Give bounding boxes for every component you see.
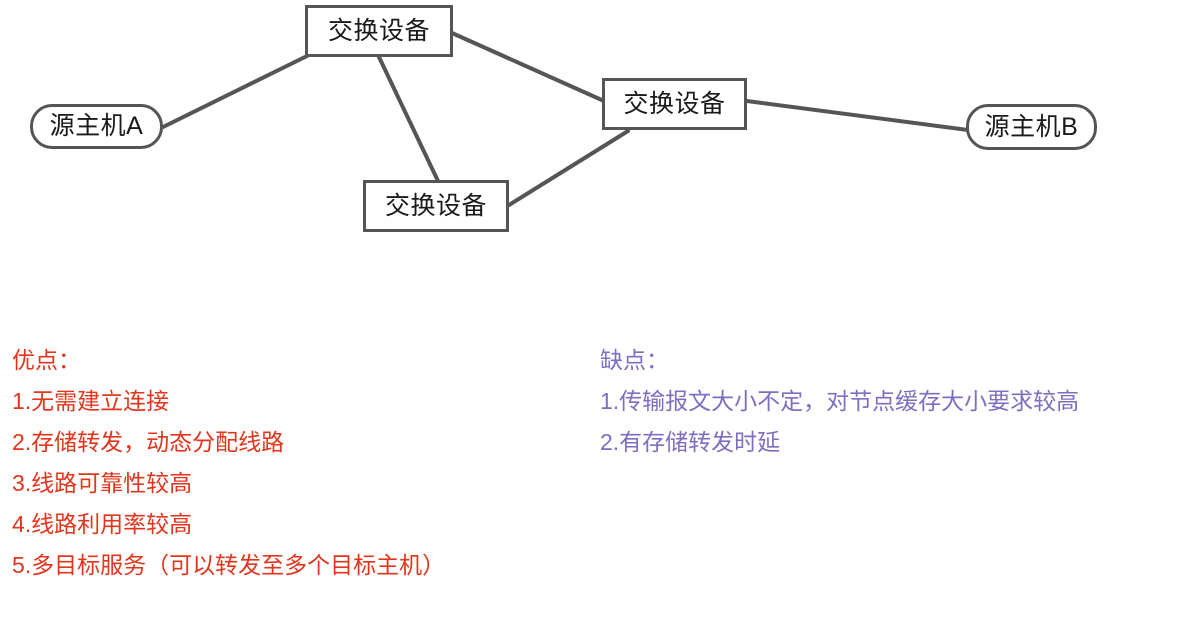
node-switch-middle[interactable]: 交换设备 — [602, 78, 747, 130]
edge-host-a-to-switch-top — [161, 54, 309, 129]
edge-switch-top-to-switch-middle — [450, 31, 606, 103]
pros-list: 优点： 1.无需建立连接 2.存储转发，动态分配线路 3.线路可靠性较高 4.线… — [12, 340, 445, 586]
cons-item-1: 1.传输报文大小不定，对节点缓存大小要求较高 — [600, 388, 1080, 414]
edge-switch-bottom-to-switch-middle — [507, 129, 630, 207]
pros-item-4: 4.线路利用率较高 — [12, 511, 193, 537]
cons-item-2: 2.有存储转发时延 — [600, 429, 781, 455]
pros-item-3: 3.线路可靠性较高 — [12, 470, 193, 496]
node-switch-bottom-label: 交换设备 — [384, 191, 487, 220]
diagram-connections — [161, 31, 970, 207]
network-diagram: 交换设备 源主机A 交换设备 源主机B 交换设备 — [0, 0, 1193, 300]
edge-switch-top-to-switch-bottom — [377, 55, 440, 183]
node-host-a[interactable]: 源主机A — [30, 104, 163, 149]
node-host-b[interactable]: 源主机B — [966, 104, 1097, 150]
pros-item-5: 5.多目标服务（可以转发至多个目标主机） — [12, 552, 446, 578]
node-host-b-label: 源主机B — [984, 112, 1079, 141]
edge-switch-middle-to-host-b — [745, 99, 970, 132]
pros-item-1: 1.无需建立连接 — [12, 388, 170, 414]
node-switch-top[interactable]: 交换设备 — [305, 5, 453, 57]
node-switch-middle-label: 交换设备 — [623, 89, 726, 118]
cons-list: 缺点： 1.传输报文大小不定，对节点缓存大小要求较高 2.有存储转发时延 — [600, 340, 1079, 463]
node-host-a-label: 源主机A — [49, 112, 144, 140]
pros-item-2: 2.存储转发，动态分配线路 — [12, 429, 285, 455]
node-switch-top-label: 交换设备 — [327, 16, 430, 45]
node-switch-bottom[interactable]: 交换设备 — [363, 180, 509, 232]
cons-heading: 缺点： — [600, 347, 669, 373]
pros-heading: 优点： — [12, 347, 81, 373]
